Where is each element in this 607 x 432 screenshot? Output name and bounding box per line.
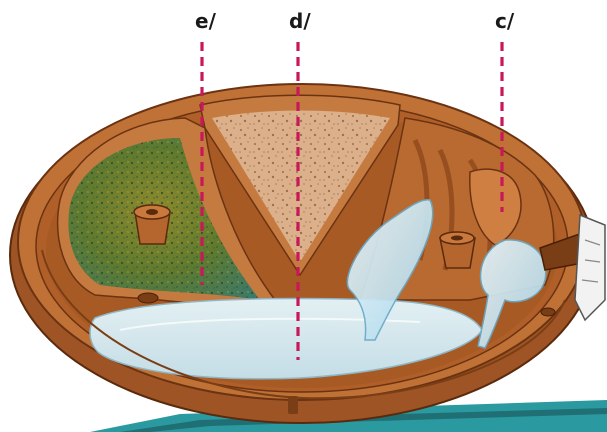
label-d: d/ — [289, 9, 311, 33]
label-e: e/ — [195, 9, 217, 33]
label-c: c/ — [495, 9, 515, 33]
small-pot-right-hole — [451, 236, 463, 241]
drain-hole-right — [541, 308, 555, 316]
drain-hole-left — [138, 293, 158, 303]
small-pot-left-hole — [146, 209, 158, 215]
floor-slot — [288, 396, 298, 414]
clay-pot — [10, 84, 594, 423]
